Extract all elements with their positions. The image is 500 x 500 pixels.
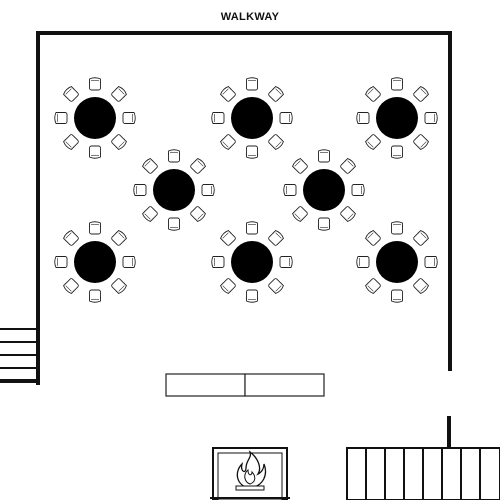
- round-table-group: [54, 221, 136, 303]
- chair-icon: [412, 229, 430, 247]
- chair-icon: [391, 221, 403, 235]
- tables-layer: [54, 77, 438, 303]
- round-table: [153, 169, 195, 211]
- chair-icon: [318, 217, 330, 231]
- chair-icon: [62, 133, 80, 151]
- chair-icon: [211, 112, 225, 124]
- chair-icon: [267, 85, 285, 103]
- chair-icon: [62, 229, 80, 247]
- head-table: [165, 373, 325, 397]
- chair-icon: [364, 277, 382, 295]
- chair-icon: [391, 145, 403, 159]
- chair-icon: [412, 133, 430, 151]
- chair-icon: [279, 112, 293, 124]
- chair-icon: [54, 112, 68, 124]
- chair-icon: [62, 277, 80, 295]
- round-table-group: [211, 221, 293, 303]
- chair-icon: [267, 277, 285, 295]
- chair-icon: [219, 277, 237, 295]
- chair-icon: [351, 184, 365, 196]
- round-table-group: [356, 221, 438, 303]
- chair-icon: [89, 145, 101, 159]
- chair-icon: [122, 256, 136, 268]
- chair-icon: [89, 289, 101, 303]
- chair-icon: [110, 133, 128, 151]
- chair-icon: [110, 85, 128, 103]
- chair-icon: [219, 229, 237, 247]
- chair-icon: [219, 133, 237, 151]
- round-table: [74, 97, 116, 139]
- chair-icon: [339, 205, 357, 223]
- chair-icon: [168, 217, 180, 231]
- round-table-group: [283, 149, 365, 231]
- round-table: [231, 241, 273, 283]
- left-stairs: [0, 328, 36, 369]
- chair-icon: [291, 157, 309, 175]
- round-table: [303, 169, 345, 211]
- chair-icon: [141, 205, 159, 223]
- walkway-label: WALKWAY: [221, 11, 280, 23]
- head-table-segment: [165, 373, 246, 397]
- chair-icon: [133, 184, 147, 196]
- round-table-group: [211, 77, 293, 159]
- room-walls: [0, 31, 452, 385]
- chair-icon: [189, 205, 207, 223]
- chair-icon: [412, 85, 430, 103]
- chair-icon: [356, 256, 370, 268]
- chair-icon: [246, 221, 258, 235]
- chair-icon: [391, 289, 403, 303]
- round-table-group: [133, 149, 215, 231]
- chair-icon: [356, 112, 370, 124]
- right-stairs: [346, 416, 500, 500]
- chair-icon: [246, 289, 258, 303]
- round-table: [376, 241, 418, 283]
- chair-icon: [364, 85, 382, 103]
- chair-icon: [364, 133, 382, 151]
- chair-icon: [246, 145, 258, 159]
- chair-icon: [279, 256, 293, 268]
- chair-icon: [141, 157, 159, 175]
- chair-icon: [122, 112, 136, 124]
- chair-icon: [110, 277, 128, 295]
- round-table: [74, 241, 116, 283]
- round-table-group: [356, 77, 438, 159]
- fireplace-icon: [210, 447, 290, 500]
- chair-icon: [339, 157, 357, 175]
- chair-icon: [291, 205, 309, 223]
- wall-left-top: [36, 31, 452, 385]
- chair-icon: [110, 229, 128, 247]
- chair-icon: [246, 77, 258, 91]
- round-table: [376, 97, 418, 139]
- chair-icon: [189, 157, 207, 175]
- chair-icon: [54, 256, 68, 268]
- chair-icon: [391, 77, 403, 91]
- chair-icon: [364, 229, 382, 247]
- chair-icon: [318, 149, 330, 163]
- round-table-group: [54, 77, 136, 159]
- round-table: [231, 97, 273, 139]
- chair-icon: [219, 85, 237, 103]
- chair-icon: [168, 149, 180, 163]
- chair-icon: [412, 277, 430, 295]
- chair-icon: [424, 112, 438, 124]
- chair-icon: [283, 184, 297, 196]
- chair-icon: [267, 229, 285, 247]
- chair-icon: [62, 85, 80, 103]
- chair-icon: [89, 77, 101, 91]
- chair-icon: [89, 221, 101, 235]
- chair-icon: [211, 256, 225, 268]
- head-table-segment: [244, 373, 325, 397]
- chair-icon: [201, 184, 215, 196]
- chair-icon: [267, 133, 285, 151]
- chair-icon: [424, 256, 438, 268]
